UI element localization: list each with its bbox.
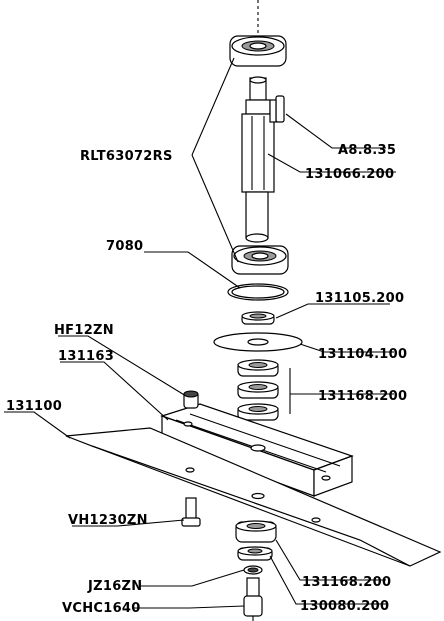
hf-nut (183, 390, 199, 409)
label-spacer-b: 131168.200 (302, 575, 391, 590)
top-bearing (229, 35, 287, 67)
label-blade: 131100 (6, 399, 62, 414)
bottom-washer (237, 546, 273, 561)
blade (65, 427, 442, 567)
label-vh: VH1230ZN (68, 513, 148, 528)
label-key: A8.8.35 (338, 143, 396, 158)
label-bottom-washer: 130080.200 (300, 599, 389, 614)
spacer-stack (237, 359, 279, 421)
bracket (160, 403, 354, 497)
label-bearing: RLT63072RS (80, 149, 173, 164)
lock-washer (243, 565, 263, 575)
label-spacer-a: 131105.200 (315, 291, 404, 306)
label-jz: JZ16ZN (87, 579, 142, 594)
label-bracket: 131163 (58, 349, 114, 364)
label-spacers: 131168.200 (318, 389, 407, 404)
label-shaft: 131066.200 (305, 167, 394, 182)
shaft (241, 76, 275, 243)
leader-lines (4, 57, 396, 609)
lower-bearing (231, 245, 289, 275)
vh-bolt (181, 497, 201, 527)
label-ring: 7080 (106, 239, 143, 254)
label-vchc: VCHC1640 (62, 601, 141, 616)
spacer-a (241, 311, 275, 325)
lower-spacer (235, 520, 277, 543)
snap-ring (227, 283, 289, 301)
label-hf: HF12ZN (54, 323, 114, 338)
vchc-bolt (243, 577, 263, 621)
key (269, 95, 285, 123)
washer (213, 332, 303, 352)
label-washer: 131104.100 (318, 347, 407, 362)
